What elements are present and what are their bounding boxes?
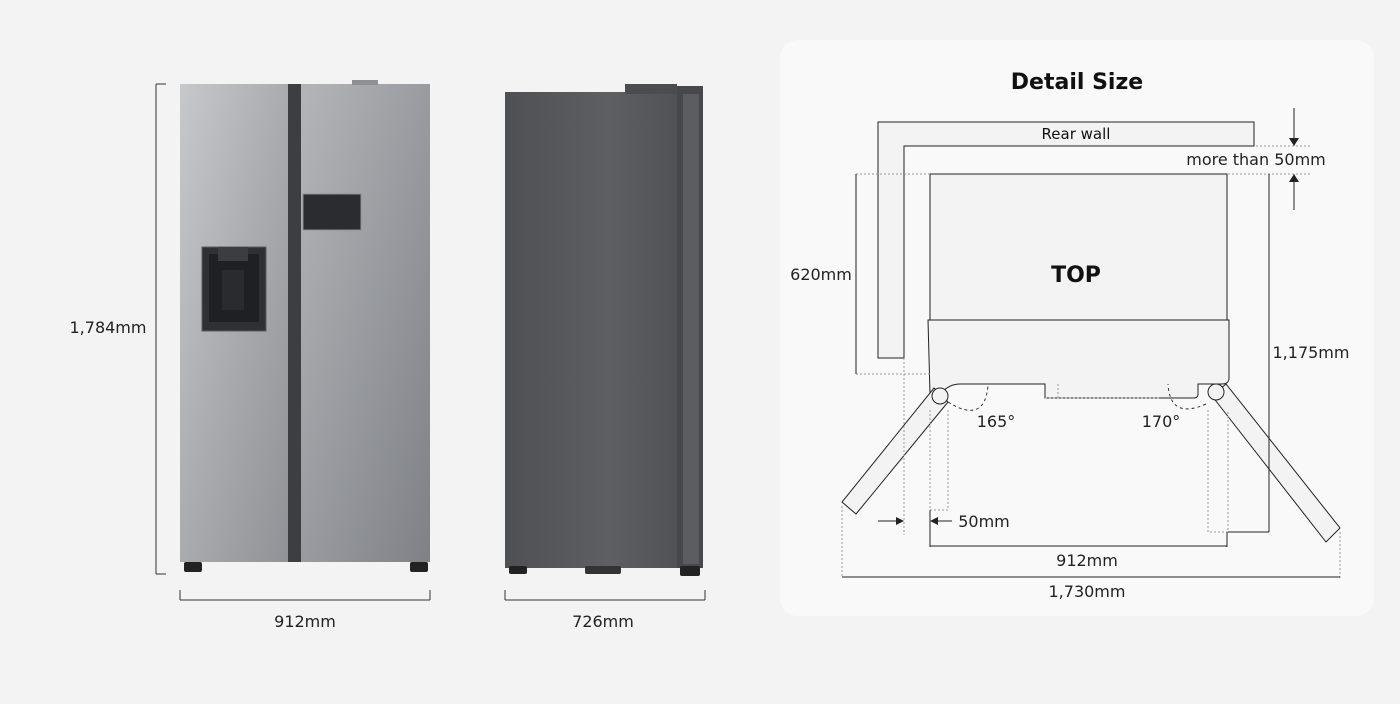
- top-label: TOP: [1051, 263, 1101, 288]
- fridge-front: [180, 80, 430, 572]
- body-width-dimension-line: [929, 510, 1228, 547]
- body-width-label: 912mm: [1056, 551, 1118, 570]
- door-gap: [288, 84, 301, 562]
- left-angle-label: 165°: [977, 412, 1016, 431]
- fridge-top-body: [929, 173, 1228, 321]
- front-width-label: 912mm: [274, 612, 336, 631]
- side-depth-dimension-line: [504, 590, 706, 601]
- open-depth-dimension-line: [1228, 174, 1270, 533]
- foot-left: [184, 562, 202, 572]
- rear-wall-label: Rear wall: [1042, 125, 1111, 143]
- open-width-label: 1,730mm: [1049, 582, 1126, 601]
- front-view: 1,784mm: [70, 80, 431, 631]
- guide-lines: [841, 173, 1341, 578]
- side-gap-arrows: [878, 517, 952, 525]
- detail-title: Detail Size: [1011, 70, 1143, 95]
- side-gap-label: 50mm: [958, 512, 1010, 531]
- fridge-side: [505, 84, 703, 576]
- clearance-label: more than 50mm: [1186, 150, 1326, 169]
- rear-wall: [877, 121, 1255, 359]
- left-angle-arc: [947, 384, 989, 411]
- side-depth-label: 726mm: [572, 612, 634, 631]
- depth-label: 620mm: [790, 265, 852, 284]
- detail-size-panel: Detail Size Rear wall more than 50mm TOP: [780, 40, 1374, 616]
- front-width-dimension-line: [179, 590, 431, 601]
- right-door: [301, 84, 430, 562]
- height-dimension-line: [155, 83, 166, 575]
- height-label: 1,784mm: [70, 318, 147, 337]
- display-panel: [302, 193, 362, 231]
- right-angle-arc: [1167, 383, 1207, 410]
- open-depth-label: 1,175mm: [1273, 343, 1350, 362]
- right-angle-label: 170°: [1142, 412, 1181, 431]
- side-view: 726mm: [504, 84, 706, 631]
- foot-right: [410, 562, 428, 572]
- water-dispenser: [201, 246, 267, 332]
